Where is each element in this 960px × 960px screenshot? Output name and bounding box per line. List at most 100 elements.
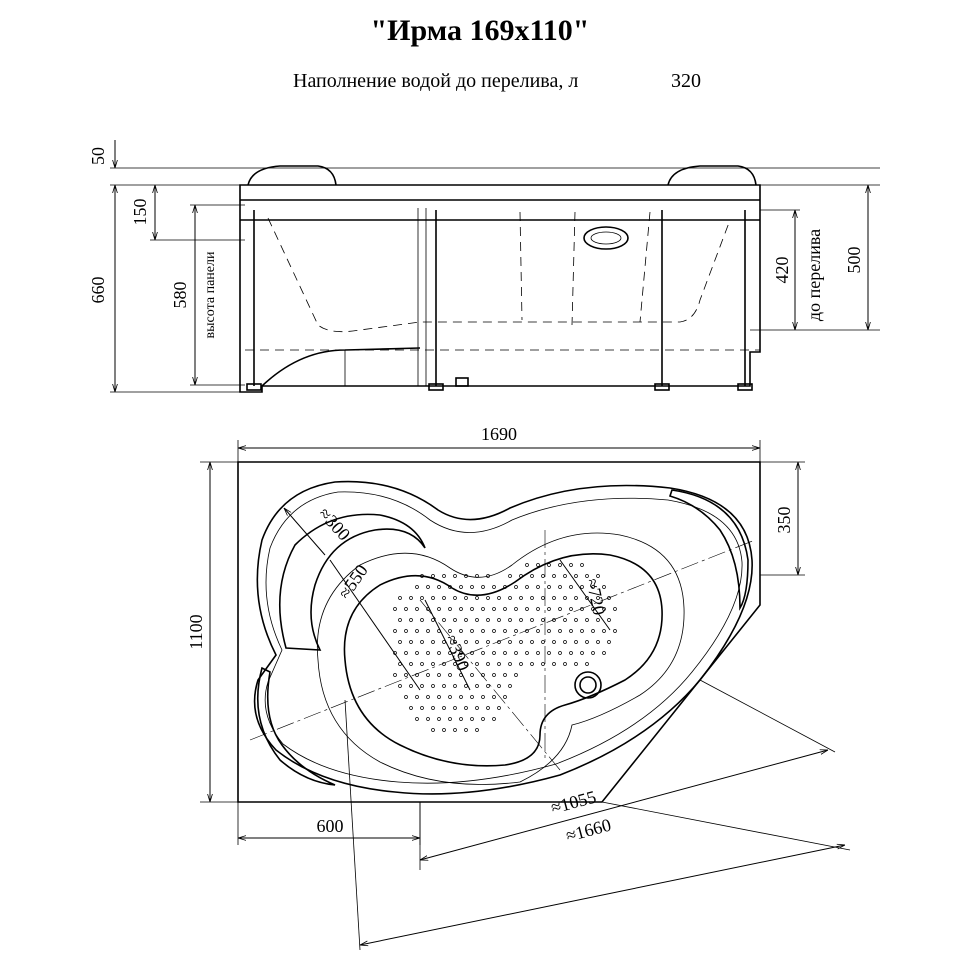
- overflow-label: до перелива: [804, 229, 824, 321]
- anti-slip-dot: [453, 706, 457, 710]
- anti-slip-dot: [470, 673, 474, 677]
- anti-slip-dot: [580, 629, 584, 633]
- anti-slip-dot: [536, 563, 540, 567]
- water-volume-value: 320: [671, 70, 701, 92]
- anti-slip-dot: [437, 673, 441, 677]
- anti-slip-dot: [591, 585, 595, 589]
- anti-slip-dot: [519, 640, 523, 644]
- anti-slip-dot: [404, 695, 408, 699]
- anti-slip-dot: [398, 662, 402, 666]
- anti-slip-dot: [541, 618, 545, 622]
- anti-slip-dot: [431, 618, 435, 622]
- anti-slip-dot: [547, 585, 551, 589]
- anti-slip-dot: [569, 585, 573, 589]
- anti-slip-dot: [508, 640, 512, 644]
- anti-slip-dot: [426, 585, 430, 589]
- anti-slip-dot: [525, 563, 529, 567]
- anti-slip-dot: [530, 596, 534, 600]
- anti-slip-dot: [448, 629, 452, 633]
- anti-slip-dot: [393, 673, 397, 677]
- anti-slip-dot: [426, 607, 430, 611]
- anti-slip-dot: [569, 629, 573, 633]
- anti-slip-dot: [442, 706, 446, 710]
- anti-slip-dots: [393, 563, 617, 732]
- anti-slip-dot: [453, 618, 457, 622]
- anti-slip-dot: [393, 651, 397, 655]
- anti-slip-dot: [409, 684, 413, 688]
- anti-slip-dot: [409, 640, 413, 644]
- dim-580: 580: [170, 282, 190, 309]
- anti-slip-dot: [470, 717, 474, 721]
- drawing-title: "Ирма 169х110": [370, 14, 590, 47]
- anti-slip-dot: [475, 728, 479, 732]
- anti-slip-dot: [585, 574, 589, 578]
- anti-slip-dot: [596, 596, 600, 600]
- anti-slip-dot: [481, 717, 485, 721]
- anti-slip-dot: [437, 585, 441, 589]
- anti-slip-dot: [607, 596, 611, 600]
- anti-slip-dot: [580, 651, 584, 655]
- anti-slip-dot: [607, 618, 611, 622]
- anti-slip-dot: [508, 684, 512, 688]
- anti-slip-dot: [497, 706, 501, 710]
- anti-slip-dot: [525, 629, 529, 633]
- anti-slip-dot: [448, 651, 452, 655]
- anti-slip-dot: [426, 651, 430, 655]
- anti-slip-dot: [585, 618, 589, 622]
- anti-slip-dot: [453, 684, 457, 688]
- anti-slip-dot: [398, 618, 402, 622]
- anti-slip-dot: [393, 607, 397, 611]
- anti-slip-dot: [453, 662, 457, 666]
- anti-slip-dot: [563, 640, 567, 644]
- anti-slip-dot: [547, 629, 551, 633]
- anti-slip-dot: [492, 651, 496, 655]
- anti-slip-dot: [514, 651, 518, 655]
- dim-1055: ≈1055: [549, 787, 599, 818]
- anti-slip-dot: [607, 640, 611, 644]
- anti-slip-dot: [563, 662, 567, 666]
- anti-slip-dot: [552, 640, 556, 644]
- anti-slip-dot: [481, 673, 485, 677]
- anti-slip-dot: [415, 695, 419, 699]
- anti-slip-dot: [442, 618, 446, 622]
- anti-slip-dot: [574, 618, 578, 622]
- anti-slip-dot: [486, 706, 490, 710]
- anti-slip-dot: [558, 585, 562, 589]
- anti-slip-dot: [547, 563, 551, 567]
- water-volume-label: Наполнение водой до перелива, л: [293, 70, 579, 92]
- anti-slip-dot: [437, 695, 441, 699]
- anti-slip-dot: [470, 695, 474, 699]
- dim-height-1100: 1100: [186, 614, 206, 649]
- top-view: 1690 1100 350 600: [186, 424, 851, 951]
- anti-slip-dot: [459, 585, 463, 589]
- anti-slip-dot: [426, 673, 430, 677]
- anti-slip-dot: [486, 596, 490, 600]
- anti-slip-dot: [404, 629, 408, 633]
- anti-slip-dot: [585, 596, 589, 600]
- anti-slip-dot: [437, 717, 441, 721]
- anti-slip-dot: [486, 574, 490, 578]
- anti-slip-dot: [475, 662, 479, 666]
- anti-slip-dot: [437, 651, 441, 655]
- anti-slip-dot: [459, 695, 463, 699]
- anti-slip-dot: [448, 717, 452, 721]
- anti-slip-dot: [530, 574, 534, 578]
- anti-slip-dot: [492, 585, 496, 589]
- anti-slip-dot: [398, 640, 402, 644]
- anti-slip-dot: [442, 728, 446, 732]
- anti-slip-dot: [464, 706, 468, 710]
- anti-slip-dot: [514, 673, 518, 677]
- anti-slip-dot: [525, 607, 529, 611]
- anti-slip-dot: [448, 673, 452, 677]
- anti-slip-dot: [404, 651, 408, 655]
- anti-slip-dot: [486, 662, 490, 666]
- anti-slip-dot: [404, 673, 408, 677]
- anti-slip-dot: [574, 662, 578, 666]
- panel-height-label: высота панели: [203, 251, 218, 338]
- anti-slip-dot: [475, 596, 479, 600]
- anti-slip-dot: [486, 640, 490, 644]
- anti-slip-dot: [459, 717, 463, 721]
- anti-slip-dot: [596, 574, 600, 578]
- anti-slip-dot: [453, 596, 457, 600]
- anti-slip-dot: [558, 651, 562, 655]
